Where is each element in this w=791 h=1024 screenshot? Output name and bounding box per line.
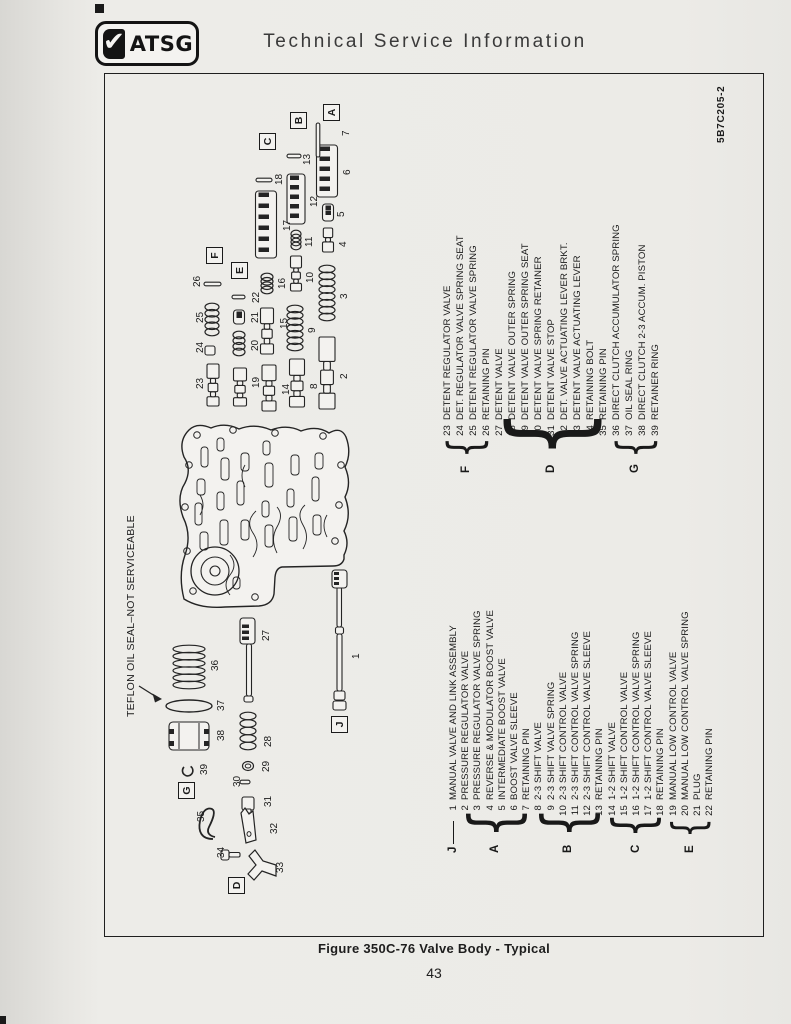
scan-artifact: [95, 4, 104, 13]
diagram-part-17: [254, 190, 278, 259]
diagram-part-11: [290, 229, 302, 251]
diagram-part-18: [255, 177, 273, 183]
diagram-part-21: [232, 309, 246, 325]
group-brace: {: [485, 409, 609, 458]
group-label-D: D: [544, 464, 557, 473]
diagram-part-22: [231, 294, 246, 300]
figure-border-box: TEFLON OIL SEAL–NOT SERVICEABLE 5B7C205-…: [104, 73, 764, 937]
diagram-part-25: [204, 302, 220, 337]
parts-list-item: 24DET. REGULATOR VALVE SPRING SEAT: [455, 235, 466, 445]
diagram-part-14: [261, 364, 277, 412]
diagram-part-39: [181, 765, 194, 777]
figure-caption: Figure 350C-76 Valve Body - Typical: [317, 941, 551, 956]
diagram-part-37: [165, 699, 213, 713]
valve-body-casting: [179, 424, 350, 609]
diagram-part-1-manual-valve: [331, 569, 348, 711]
diagram-part-38: [168, 721, 210, 751]
part-name: DETENT VALVE ACTUATING LEVER: [572, 255, 583, 420]
part-name: RETAINER RING: [650, 343, 661, 420]
diagram-part-16: [260, 272, 274, 295]
parts-list-item: 23DETENT REGULATOR VALVE: [442, 286, 453, 446]
part-name: RETAINING BOLT: [585, 339, 596, 420]
part-name: DET. REGULATOR VALVE SPRING SEAT: [455, 235, 466, 420]
diagram-part-27: [239, 617, 256, 703]
logo-text: ATSG: [129, 31, 194, 56]
diagram-part-24: [204, 345, 216, 356]
part-name: DIRECT CLUTCH 2-3 ACCUM. PISTON: [637, 244, 648, 420]
parts-list-item: 36DIRECT CLUTCH ACCUMULATOR SPRING: [611, 224, 622, 445]
diagram-part-32: [240, 806, 257, 844]
diagram-part-9: [286, 304, 304, 352]
diagram-part-20: [232, 330, 246, 357]
diagram-part-35: [198, 807, 216, 840]
parts-list-item: 38DIRECT CLUTCH 2-3 ACCUM. PISTON: [637, 244, 648, 445]
teflon-arrow-icon: [138, 685, 162, 703]
part-name: DET. VALVE ACTUATING LEVER BRKT.: [559, 242, 570, 420]
diagram-part-2: [318, 336, 336, 410]
diagram-part-4: [321, 227, 335, 253]
parts-list-item: 25DETENT REGULATOR VALVE SPRING: [468, 245, 479, 445]
diagram-part-3: [318, 264, 336, 322]
diagram-part-10: [289, 255, 303, 292]
group-label-G: G: [629, 464, 641, 473]
scan-artifact: [0, 1016, 6, 1024]
diagram-part-7: [315, 122, 321, 158]
diagram-part-34: [220, 849, 241, 861]
diagram-part-19: [232, 367, 248, 407]
diagram-part-8: [288, 358, 306, 408]
diagram-part-26: [203, 281, 222, 287]
group-label-F: F: [460, 465, 472, 473]
part-name: DETENT VALVE SPRING RETAINER: [533, 256, 544, 420]
diagram-part-12: [286, 173, 306, 225]
exploded-parts-diagram: [138, 122, 350, 881]
page-number: 43: [426, 965, 442, 981]
part-name: DETENT VALVE OUTER SPRING SEAT: [520, 243, 531, 420]
part-name: DETENT REGULATOR VALVE: [442, 285, 453, 421]
part-name: DETENT VALVE OUTER SPRING: [507, 270, 518, 420]
rotated-figure: TEFLON OIL SEAL–NOT SERVICEABLE 5B7C205-…: [105, 74, 762, 935]
diagram-part-30: [239, 779, 251, 785]
diagram-part-29: [241, 760, 255, 772]
parts-list-item: 39RETAINER RING: [650, 344, 661, 445]
diagram-part-33: [247, 849, 277, 881]
atsg-logo: ✔ ATSG: [95, 21, 199, 66]
diagram-part-31: [241, 796, 255, 814]
diagram-part-13: [286, 153, 302, 159]
diagram-part-23: [206, 363, 220, 407]
diagram-part-15: [259, 307, 275, 355]
diagram-part-28: [239, 711, 257, 751]
diagram-part-36: [172, 644, 206, 690]
checkmark-icon: ✔: [103, 26, 125, 59]
diagram-part-6: [315, 144, 339, 198]
part-name: DETENT VALVE STOP: [546, 318, 557, 420]
part-name: DETENT REGULATOR VALVE SPRING: [468, 245, 479, 420]
page-title: Technical Service Information: [263, 31, 587, 52]
part-name: OIL SEAL RING: [624, 349, 635, 420]
diagram-part-5: [321, 203, 335, 222]
part-name: DIRECT CLUTCH ACCUMULATOR SPRING: [611, 224, 622, 420]
parts-list-item: 37OIL SEAL RING: [624, 350, 635, 445]
group-brace: {: [606, 436, 661, 458]
